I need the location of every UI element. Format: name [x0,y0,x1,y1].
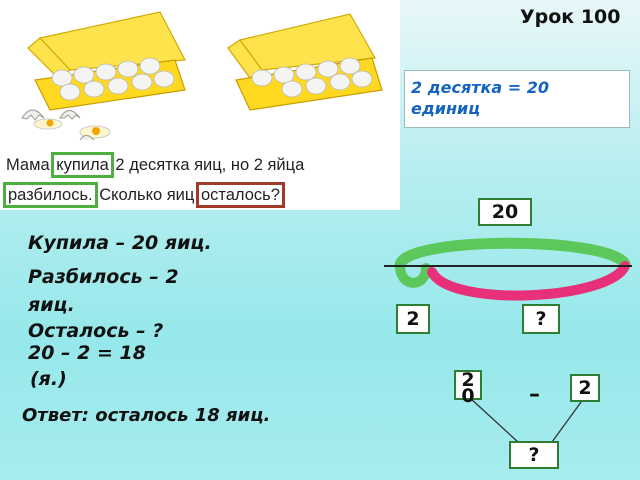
tree-diagram-lines [469,397,585,443]
egg-illustration [0,0,400,210]
solution-bought: Купила – 20 яиц. [28,232,212,254]
brace-part-unknown-arc [427,261,630,301]
problem-text-part: Сколько яиц [94,186,199,204]
equation-unit: (я.) [30,368,67,390]
brace-part-known-box: 2 [396,304,430,334]
brace-diagram [384,237,632,301]
tree-left-box: 20 [454,370,482,406]
problem-text-part: Мама [6,156,55,174]
egg-carton-right [227,13,383,111]
tree-result-box: ? [509,441,559,469]
problem-text-part: 2 десятка яиц, но 2 яйца [110,156,305,174]
equation: 20 – 2 = 18 [28,342,146,364]
brace-whole-arc [394,237,631,272]
solution-broke-unit: яиц. [28,294,75,316]
solution-left: Осталось – ? [28,320,164,342]
tree-right-box: 2 [570,374,600,402]
tree-line-left [469,397,519,443]
problem-statement: Мама купила 2 десятка яиц, но 2 яйца раз… [3,150,398,210]
lesson-title: Урок 100 [520,6,621,28]
egg-cartons-image [21,11,383,141]
answer: Ответ: осталось 18 яиц. [22,405,271,426]
highlight-broke: разбилось. [3,182,98,208]
egg-carton-left [27,11,186,111]
highlight-left: осталось? [195,182,285,208]
brace-part-unknown-box: ? [522,304,560,334]
solution-broke: Разбилось – 2 [28,266,179,288]
brace-whole-box: 20 [478,198,532,226]
tree-line-right [551,397,585,443]
fact-box: 2 десятка = 20 единиц [404,70,630,128]
brace-part-known-arc [395,261,431,288]
broken-eggs [21,109,111,141]
tree-operator: – [529,382,540,407]
highlight-bought: купила [51,152,114,178]
